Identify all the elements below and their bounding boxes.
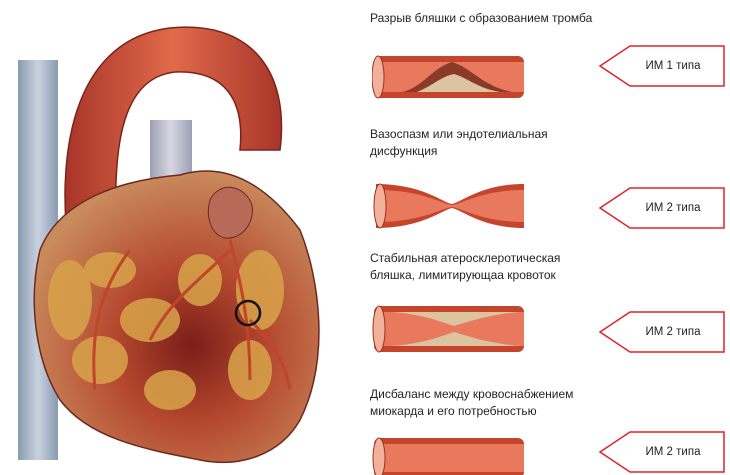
heart-illustration <box>0 0 340 475</box>
tag-label: ИМ 2 типа <box>598 186 720 230</box>
tag-label: ИМ 2 типа <box>598 430 720 474</box>
tag-mi-type-1: ИМ 1 типа <box>598 44 726 88</box>
tag-mi-type-2-stable-plaque: ИМ 2 типа <box>598 310 726 354</box>
caption-stable-plaque: Стабильная атеросклеротическая бляшка, л… <box>370 250 600 284</box>
vessel-thrombus <box>372 48 532 106</box>
tag-label: ИМ 2 типа <box>598 310 720 354</box>
tag-label: ИМ 1 типа <box>598 44 720 88</box>
caption-vasospasm: Вазоспазм или эндотелиальная дисфункция <box>370 126 590 160</box>
vessel-stable-plaque <box>372 300 532 358</box>
caption-supply-demand: Дисбаланс между кровоснабжением миокарда… <box>370 386 610 420</box>
vessel-vasospasm <box>372 178 532 234</box>
vessel-supply-demand <box>372 434 532 475</box>
tag-mi-type-2-supply-demand: ИМ 2 типа <box>598 430 726 474</box>
tag-mi-type-2-vasospasm: ИМ 2 типа <box>598 186 726 230</box>
caption-plaque-rupture: Разрыв бляшки с образованием тромба <box>370 10 640 27</box>
